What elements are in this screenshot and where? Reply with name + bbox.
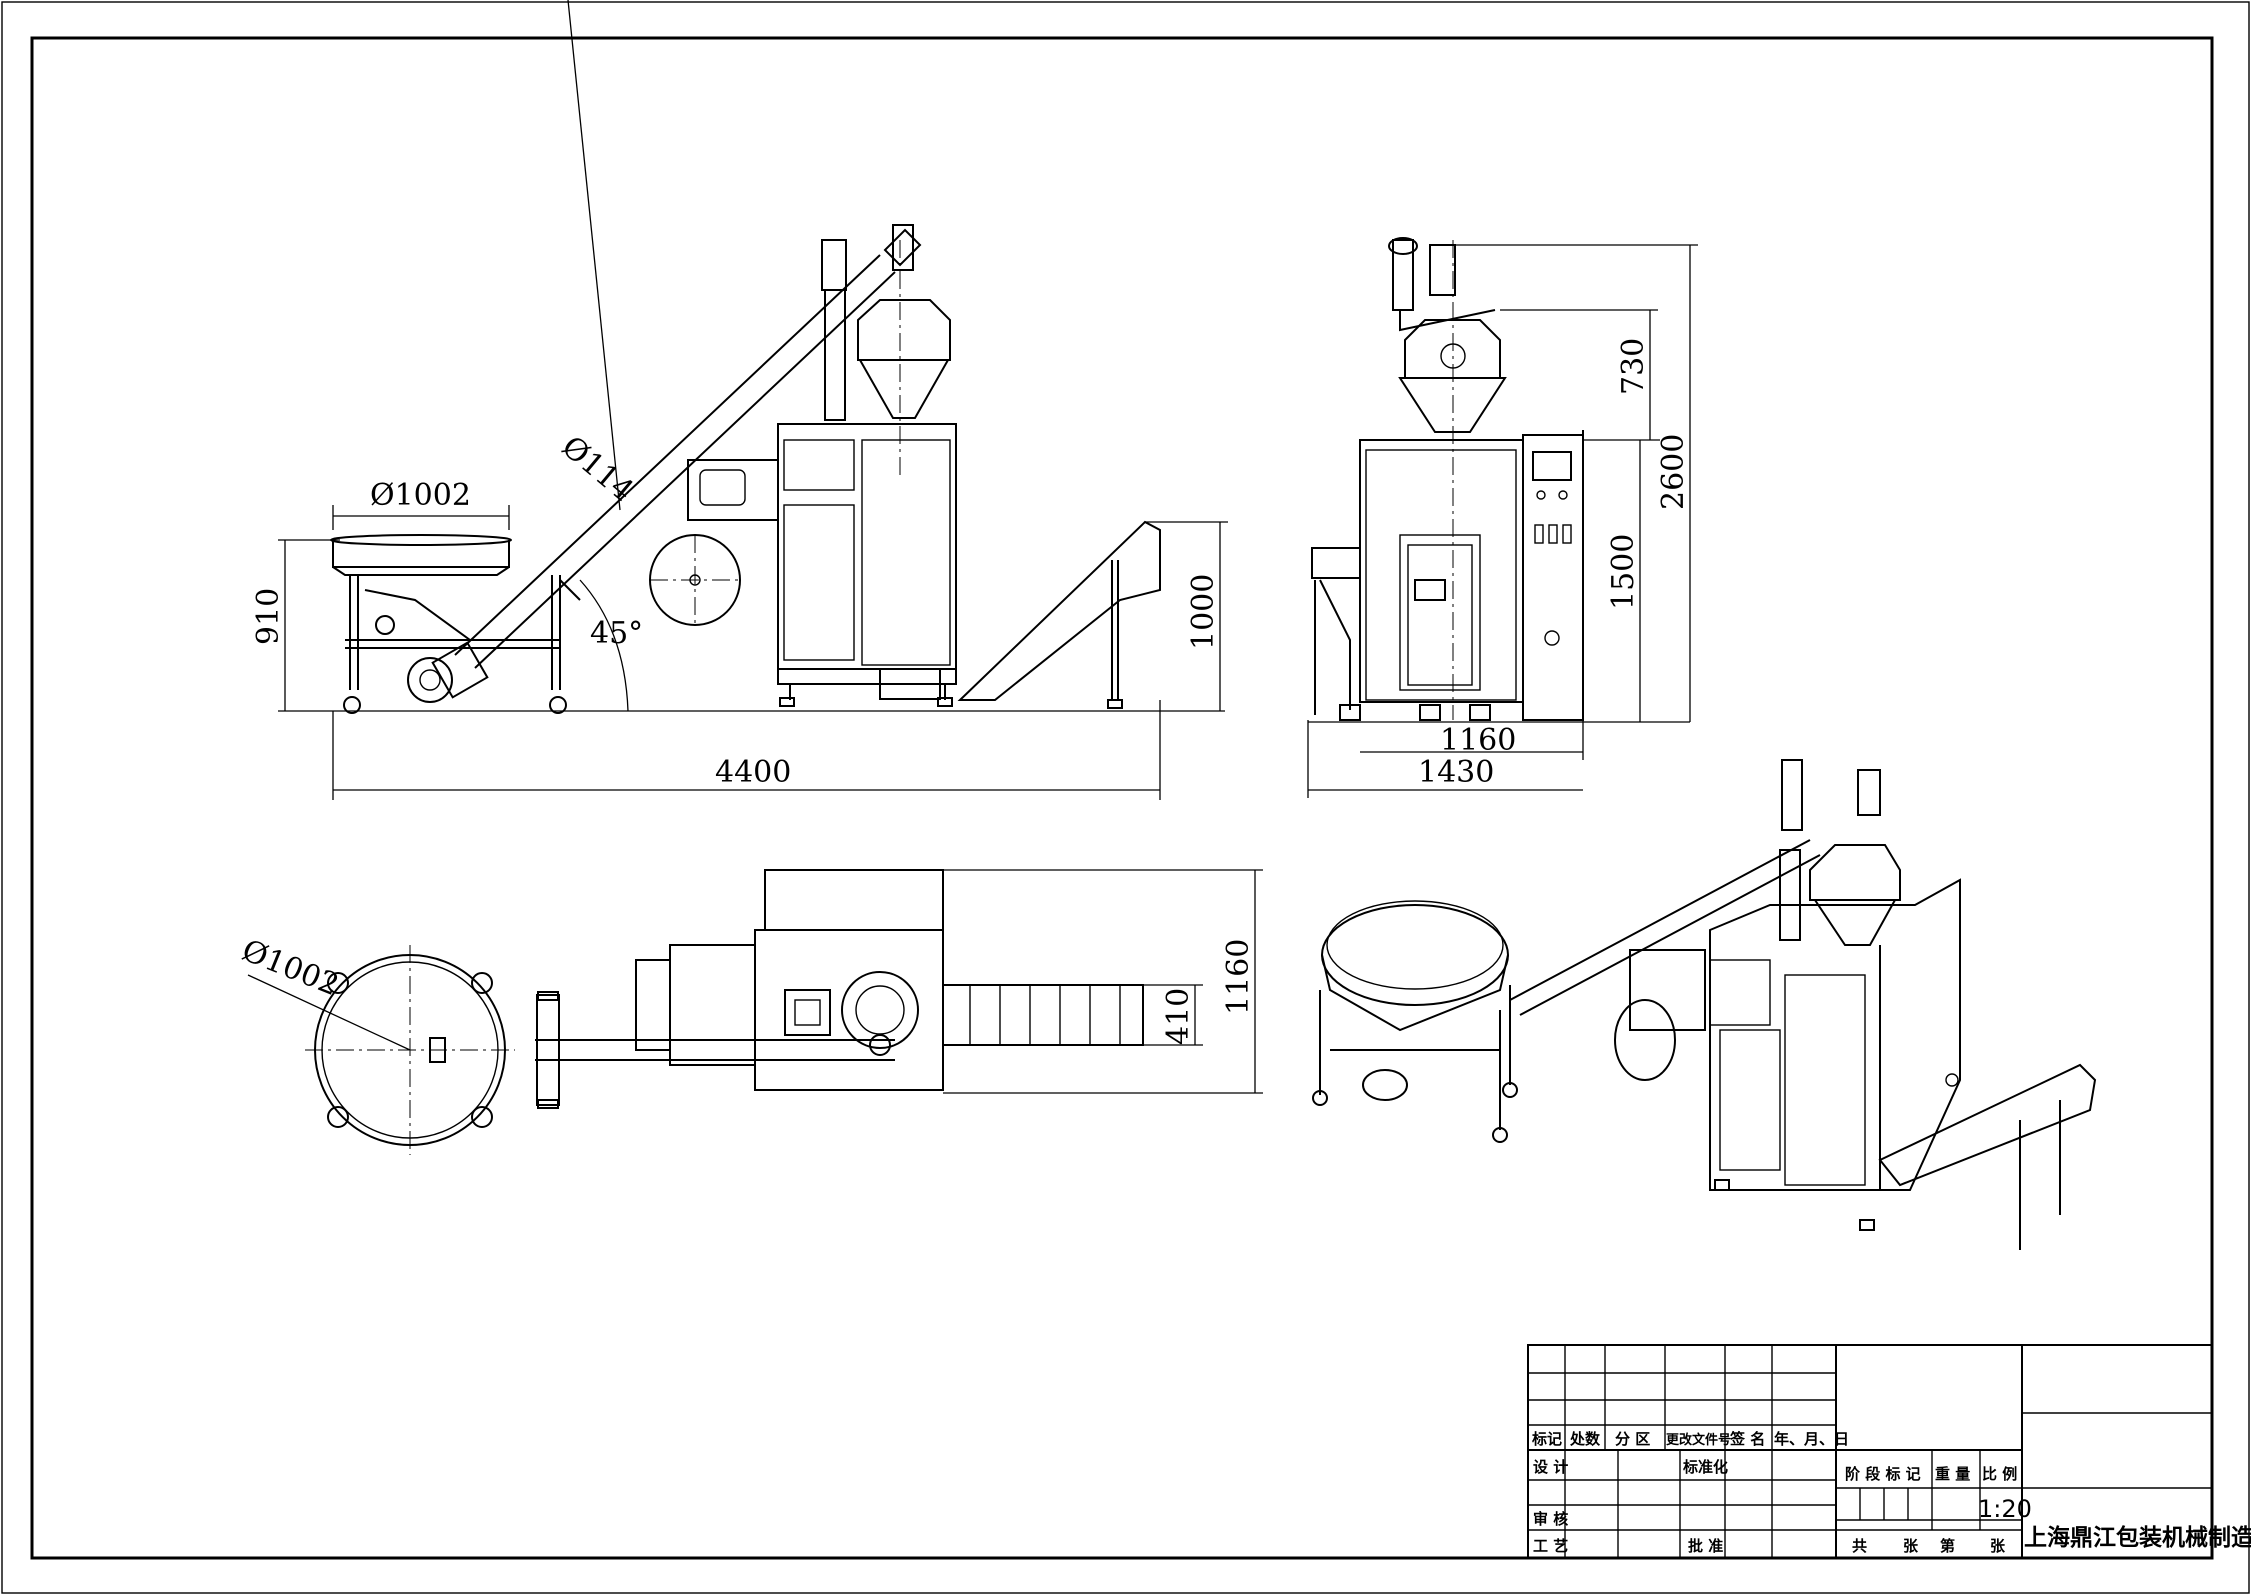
tb-review: 审 核 (1533, 1510, 1568, 1528)
top-hopper-diameter: Ø1002 (237, 933, 344, 1003)
side-pipe-diameter: Ø114 (555, 429, 640, 508)
tb-standardization: 标准化 (1682, 1458, 1728, 1476)
side-conveyor-height: 1000 (1186, 574, 1221, 650)
side-hopper-diameter: Ø1002 (370, 478, 471, 513)
top-conveyor-width: 410 (1161, 988, 1196, 1045)
tb-header-count: 处数 (1569, 1430, 1601, 1448)
tb-sheets2: 张 (1990, 1537, 2006, 1555)
title-block: 标记 处数 分 区 更改文件号 签 名 年、月、日 设 计 标准化 审 核 工 … (1527, 1344, 2251, 1559)
top-machine-depth: 1160 (1221, 939, 1256, 1015)
top-view: Ø1002 410 1160 (237, 869, 1263, 1155)
front-body-height: 1500 (1606, 534, 1641, 610)
tb-approve: 批 准 (1688, 1537, 1723, 1555)
front-body-width: 1160 (1440, 723, 1516, 758)
tb-stage-mark: 阶 段 标 记 (1845, 1465, 1921, 1483)
front-top-height: 730 (1616, 338, 1651, 395)
side-view: Ø1002 910 Ø114 45° 1000 4400 (251, 0, 1228, 800)
drawing-frame (30, 36, 2214, 1560)
tb-scale-label: 比 例 (1982, 1465, 2017, 1483)
tb-header-change-doc: 更改文件号 (1666, 1432, 1731, 1448)
tb-header-date: 年、月、日 (1774, 1430, 1849, 1448)
front-view: 730 1500 2600 1160 1430 (1307, 237, 1698, 798)
tb-total: 共 (1852, 1537, 1867, 1555)
side-hopper-height: 910 (251, 588, 286, 645)
side-total-length: 4400 (715, 755, 791, 790)
tb-header-zone: 分 区 (1615, 1430, 1650, 1448)
side-angle: 45° (590, 616, 643, 651)
tb-header-sign: 签 名 (1729, 1430, 1765, 1448)
isometric-view (1312, 759, 2097, 1250)
tb-sheet-no: 第 (1940, 1537, 1955, 1555)
front-total-width: 1430 (1418, 755, 1494, 790)
tb-process: 工 艺 (1533, 1537, 1568, 1555)
tb-header-mark: 标记 (1531, 1430, 1562, 1448)
tb-company: 上海鼎江包装机械制造有限公司 (2024, 1524, 2251, 1551)
tb-scale: 1:20 (1978, 1495, 2032, 1523)
tb-design: 设 计 (1533, 1458, 1568, 1476)
tb-weight: 重 量 (1935, 1465, 1970, 1483)
front-total-height: 2600 (1656, 434, 1691, 510)
tb-sheets: 张 (1903, 1537, 1919, 1555)
